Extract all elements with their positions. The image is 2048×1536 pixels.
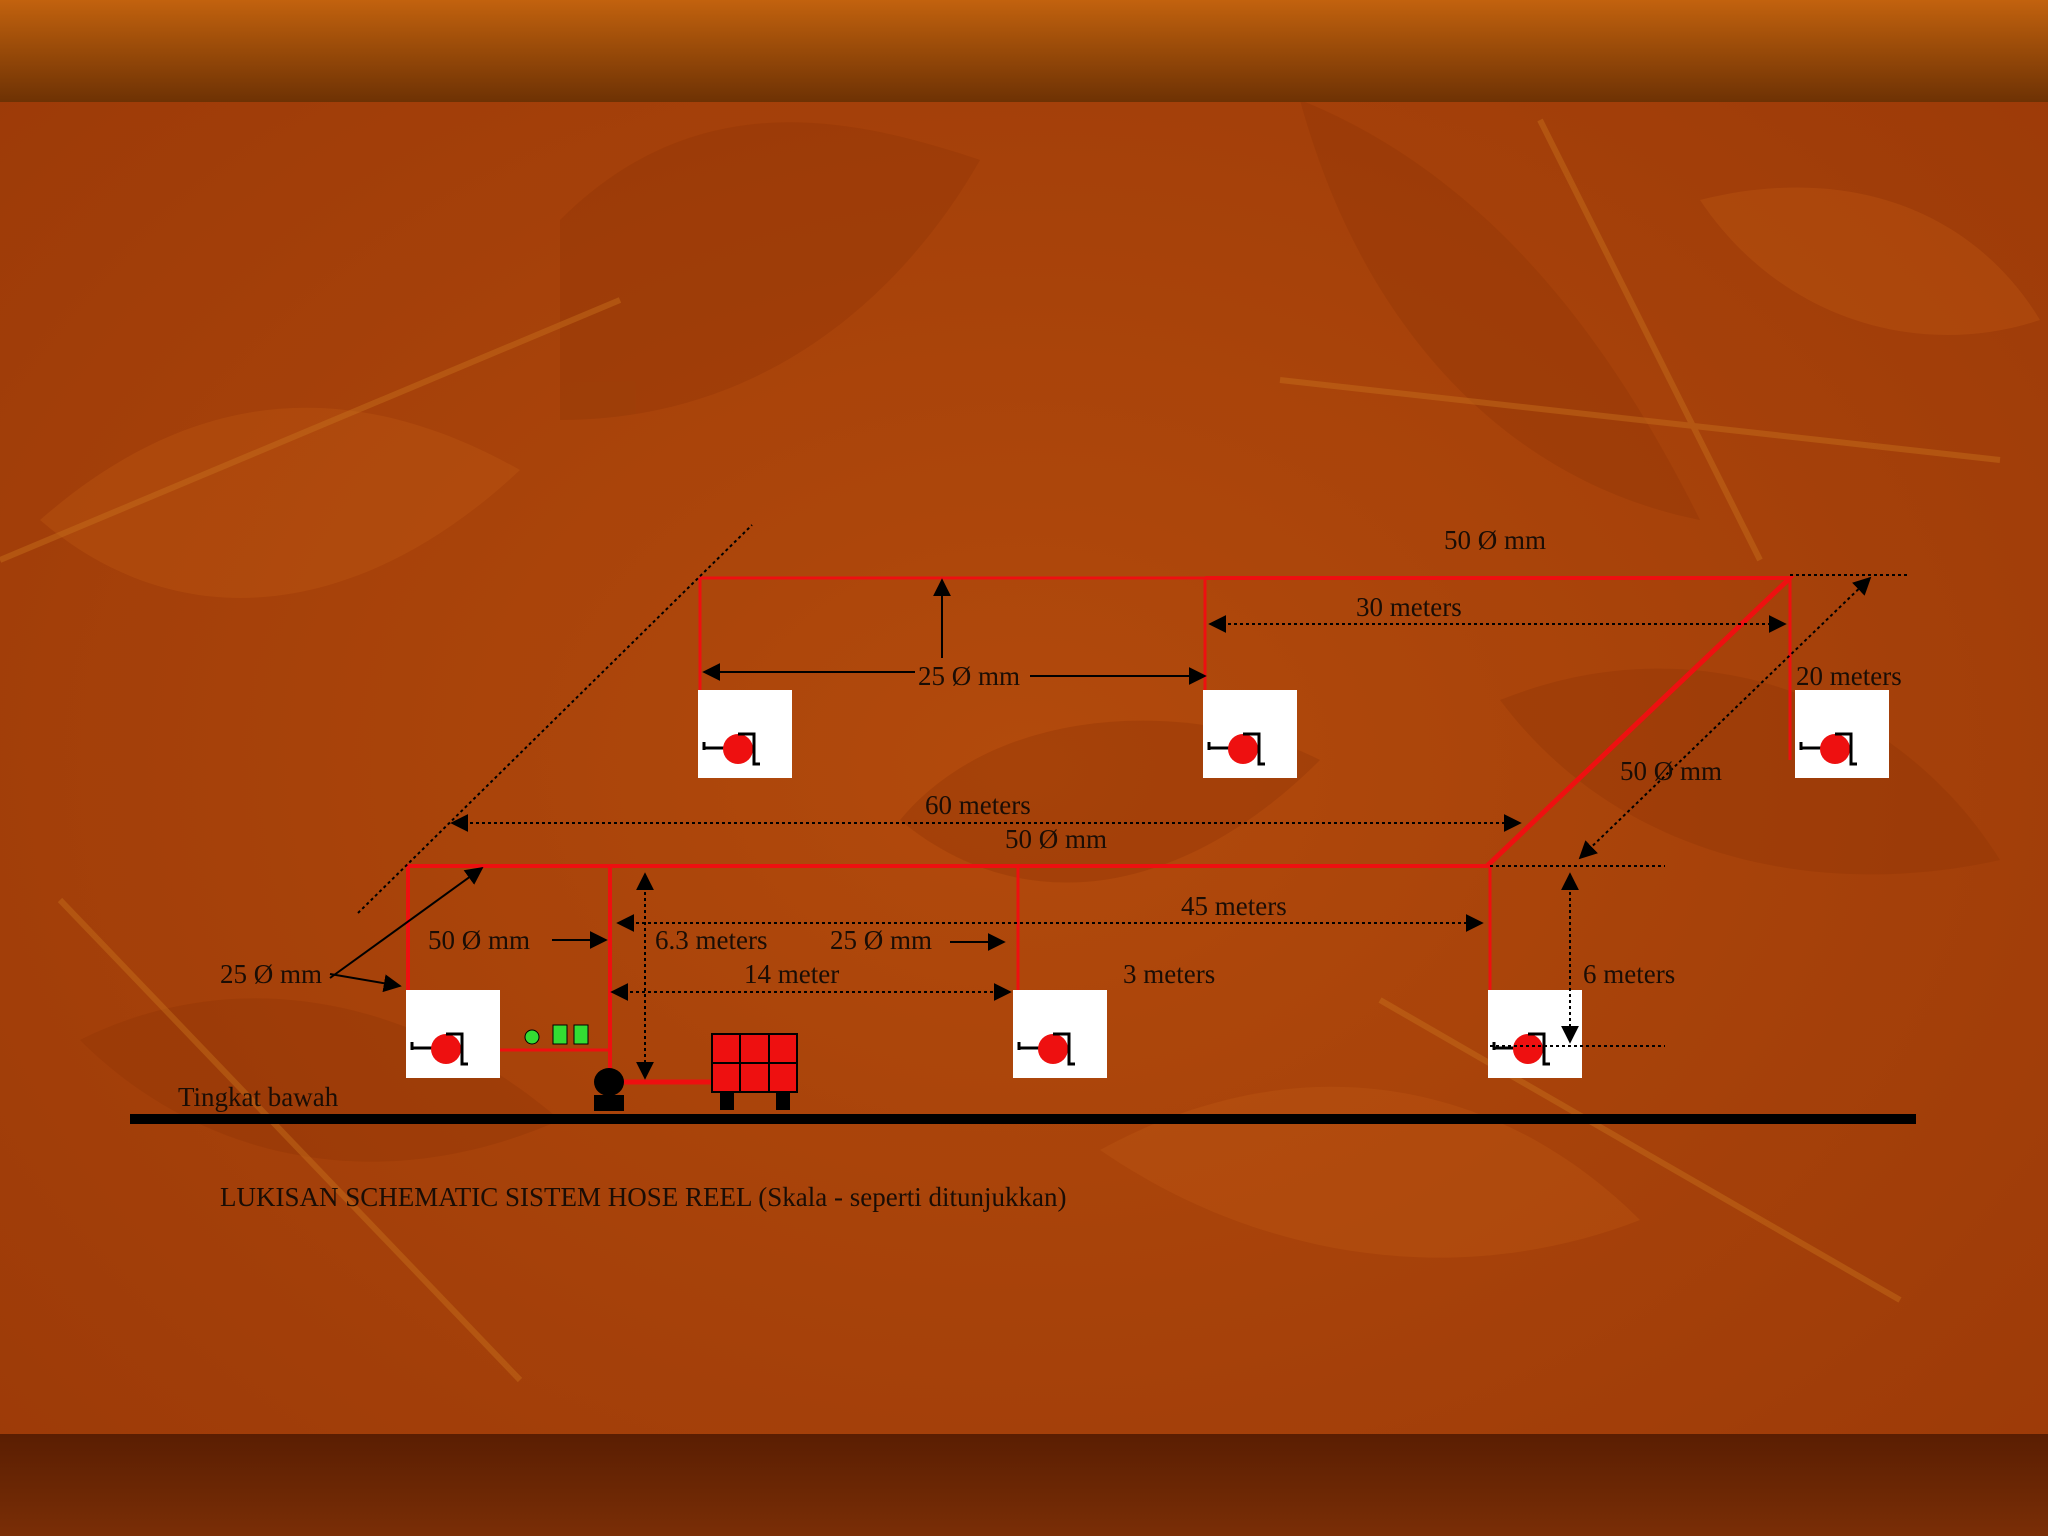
top-band xyxy=(0,0,2048,102)
label-dim-6-3m: 6.3 meters xyxy=(655,925,767,955)
label-dim-14m: 14 meter xyxy=(744,959,839,989)
label-dim-30m: 30 meters xyxy=(1356,592,1462,622)
pump-icon xyxy=(594,1068,624,1111)
label-dim-6m: 6 meters xyxy=(1583,959,1675,989)
hose-reel-icon xyxy=(696,688,794,780)
hose-reel-icon xyxy=(1201,688,1299,780)
hose-reel-icon xyxy=(1011,988,1109,1080)
bottom-band xyxy=(0,1434,2048,1536)
label-dim-20m: 20 meters xyxy=(1796,661,1902,691)
diagram-caption: LUKISAN SCHEMATIC SISTEM HOSE REEL (Skal… xyxy=(220,1182,1066,1212)
label-dim-3m: 3 meters xyxy=(1123,959,1215,989)
label-pipe-mid-branch: 25 Ø mm xyxy=(830,925,932,955)
leaf-veins xyxy=(0,118,2001,1383)
water-tank-icon xyxy=(711,1033,798,1110)
label-dim-60m: 60 meters xyxy=(925,790,1031,820)
hose-reel-icon xyxy=(1793,688,1891,780)
dimension-lines xyxy=(329,524,1910,1080)
label-pipe-riser: 50 Ø mm xyxy=(1620,756,1722,786)
label-pipe-left-main: 50 Ø mm xyxy=(428,925,530,955)
label-dim-45m: 45 meters xyxy=(1181,891,1287,921)
control-panel-icon xyxy=(524,1024,589,1045)
floor-label: Tingkat bawah xyxy=(178,1082,339,1112)
label-pipe-top-branch: 25 Ø mm xyxy=(918,661,1020,691)
label-pipe-left-branch: 25 Ø mm xyxy=(220,959,322,989)
hose-reel-icon xyxy=(1486,988,1584,1080)
leaf-texture xyxy=(40,100,2040,1258)
label-pipe-main: 50 Ø mm xyxy=(1005,824,1107,854)
hose-reel-icon xyxy=(404,988,502,1080)
label-pipe-top-right: 50 Ø mm xyxy=(1444,525,1546,555)
